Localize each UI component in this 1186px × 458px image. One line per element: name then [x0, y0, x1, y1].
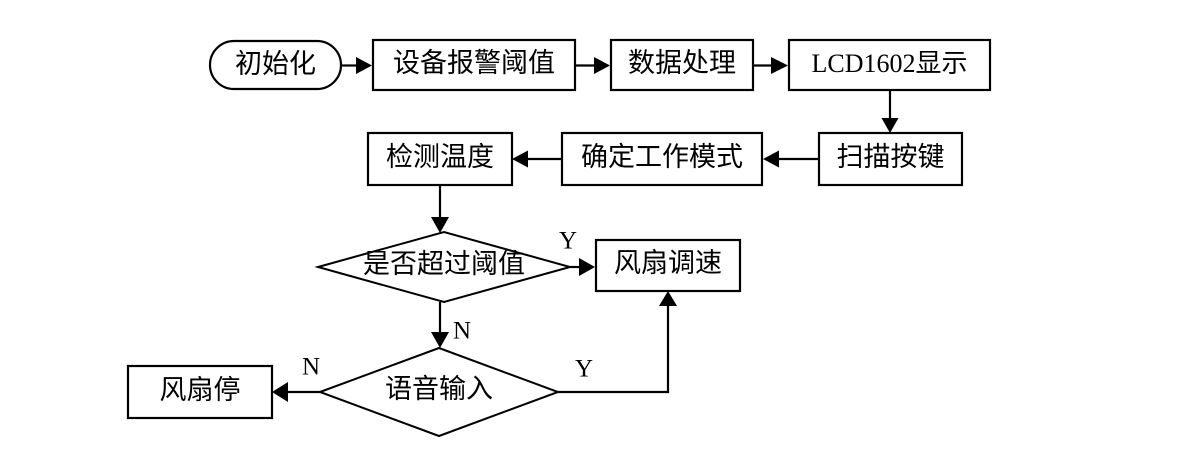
node-scan-key[interactable]: 扫描按键 — [817, 131, 964, 187]
node-work-mode[interactable]: 确定工作模式 — [560, 131, 764, 187]
edge-workmode-to-detect — [512, 150, 562, 168]
edge-lcd-to-scan — [881, 90, 899, 133]
data-processing-label: 数据处理 — [628, 48, 736, 78]
edge-detect-to-threshold-check — [431, 185, 449, 233]
node-voice-input[interactable]: 语音输入 — [317, 346, 561, 438]
work-mode-label: 确定工作模式 — [581, 142, 743, 172]
node-lcd-display[interactable]: LCD1602显示 — [787, 38, 992, 92]
voice-input-label: 语音输入 — [385, 374, 493, 404]
threshold-setup-shape — [371, 38, 577, 92]
scan-key-label: 扫描按键 — [837, 142, 945, 172]
over-threshold-label: 是否超过阈值 — [363, 249, 525, 279]
fan-stop-shape — [126, 364, 274, 420]
node-data-processing[interactable]: 数据处理 — [609, 38, 755, 92]
edge-voice-yes-to-fanspeed: Y — [558, 291, 677, 394]
edge-threshold-no-to-voice: N — [431, 302, 471, 348]
start-label: 初始化 — [235, 49, 316, 79]
node-fan-speed[interactable]: 风扇调速 — [594, 238, 742, 293]
node-start[interactable]: 初始化 — [208, 39, 343, 91]
node-over-threshold[interactable]: 是否超过阈值 — [314, 230, 574, 304]
branch-label-over-threshold-yes: Y — [559, 228, 577, 255]
detect-temp-label: 检测温度 — [386, 142, 494, 172]
branch-label-voice-no: N — [302, 354, 320, 381]
edge-start-to-threshold — [341, 57, 372, 74]
fan-speed-label: 风扇调速 — [614, 248, 722, 278]
edge-data-to-lcd — [753, 57, 788, 74]
edge-voice-no-to-fanstop: N — [272, 354, 320, 402]
edge-scan-to-workmode — [763, 150, 819, 168]
branch-label-voice-yes: Y — [575, 356, 593, 383]
node-threshold-setup[interactable]: 设备报警阈值 — [371, 38, 577, 92]
threshold-setup-label: 设备报警阈值 — [393, 48, 555, 78]
node-fan-stop[interactable]: 风扇停 — [126, 364, 274, 420]
node-detect-temp[interactable]: 检测温度 — [366, 131, 514, 187]
lcd-display-shape — [787, 38, 992, 92]
work-mode-shape — [560, 131, 764, 187]
branch-label-over-threshold-no: N — [453, 318, 471, 345]
lcd-display-label: LCD1602显示 — [811, 49, 967, 78]
fan-stop-label: 风扇停 — [160, 375, 241, 405]
edge-threshold-yes-to-fanspeed: Y — [559, 228, 595, 276]
edge-threshold-to-data — [575, 57, 610, 74]
